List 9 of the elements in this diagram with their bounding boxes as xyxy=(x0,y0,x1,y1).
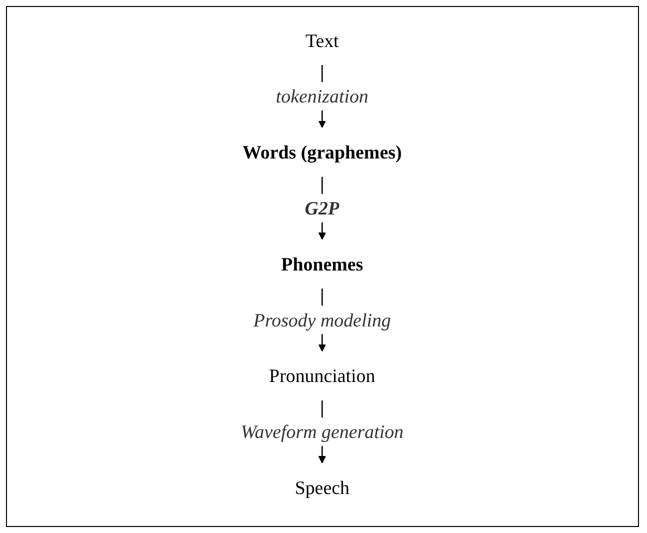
edge-label: tokenization xyxy=(276,86,369,108)
node-text: Words (graphemes) xyxy=(242,141,402,163)
edge-label: Prosody modeling xyxy=(254,309,392,331)
node-text: Speech xyxy=(295,476,350,498)
node-text: Pronunciation xyxy=(269,365,376,387)
edge-label: G2P xyxy=(305,197,340,219)
edge-label: Waveform generation xyxy=(241,420,404,442)
node-text: Phonemes xyxy=(282,253,364,275)
node-text: Text xyxy=(306,30,340,52)
